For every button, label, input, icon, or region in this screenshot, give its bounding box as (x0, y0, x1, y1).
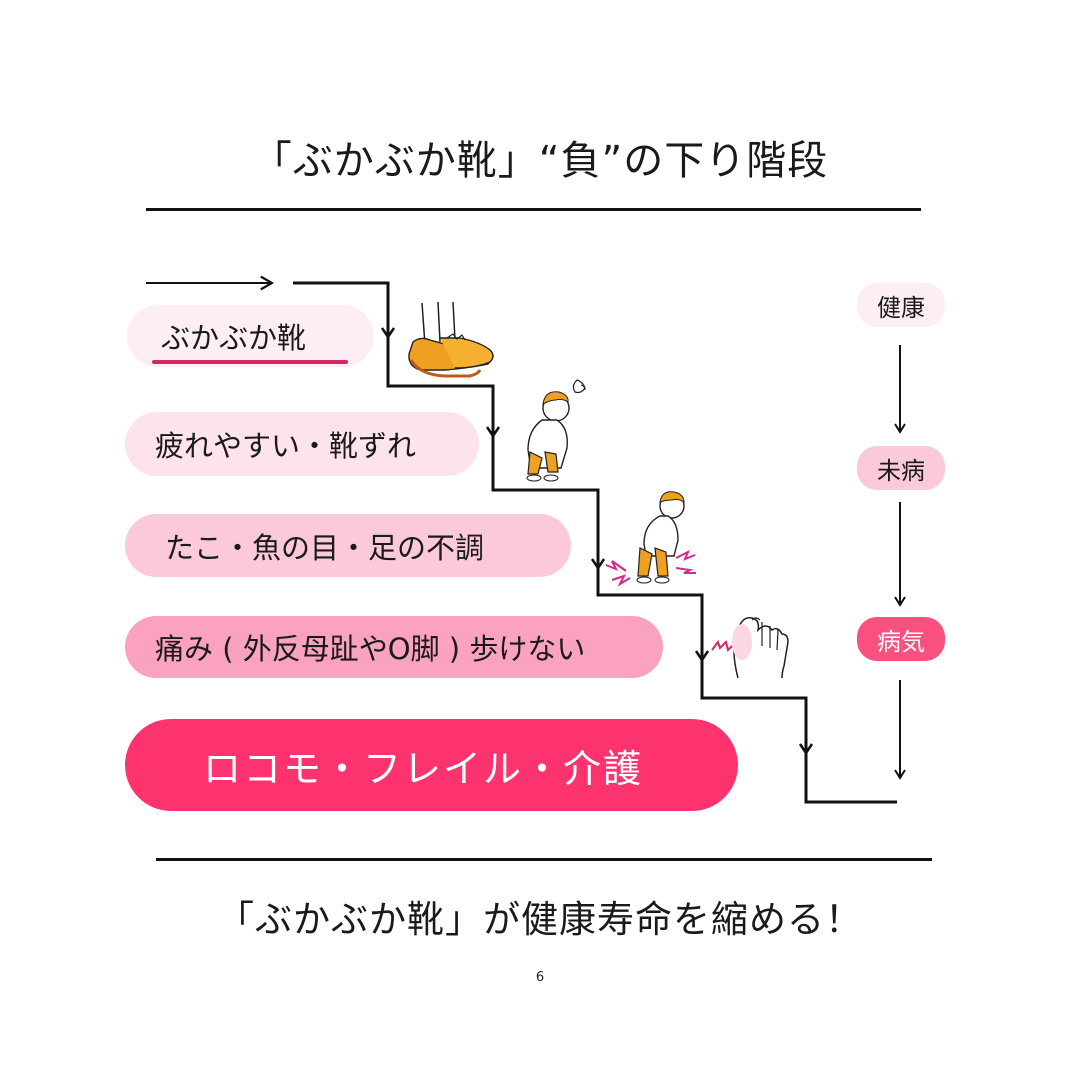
step-pill-fatigue: 疲れやすい・靴ずれ (125, 412, 479, 476)
stair-arrow-2 (485, 426, 501, 439)
step-pill-loose-shoes: ぶかぶか靴 (127, 305, 374, 367)
page-number: 6 (535, 970, 545, 985)
step-label: 疲れやすい・靴ずれ (155, 429, 417, 463)
step-pill-pain: 痛み ( 外反母趾やO脚 ) 歩けない (125, 616, 663, 678)
stair-down-arrows (380, 327, 814, 756)
stair-arrow-3 (590, 558, 606, 571)
bunion-foot-icon (711, 617, 789, 679)
step-label: ロコモ・フレイル・介護 (203, 746, 644, 791)
emphasis-underline (152, 360, 348, 364)
stage-healthy: 健康 (857, 283, 945, 327)
step-pill-care: ロコモ・フレイル・介護 (125, 719, 738, 811)
stair-arrow-1 (380, 327, 396, 340)
stair-arrow-4 (694, 650, 710, 663)
step-pill-foot-problems: たこ・魚の目・足の不調 (125, 514, 571, 577)
stage-label: 未病 (877, 456, 925, 485)
step-label: ぶかぶか靴 (161, 321, 307, 355)
loose-shoes-icon (408, 301, 494, 378)
stage-pre-disease: 未病 (857, 446, 945, 490)
stair-arrow-5 (798, 743, 814, 756)
step-label: たこ・魚の目・足の不調 (165, 530, 485, 565)
title-divider (146, 208, 921, 211)
stage-arrows (894, 345, 906, 780)
stair-line (293, 281, 897, 804)
tired-person-icon (526, 379, 586, 482)
step-label: 痛み ( 外反母趾やO脚 ) 歩けない (155, 632, 586, 666)
page-title: 「ぶかぶか靴」“負”の下り階段 (251, 138, 829, 184)
knee-pain-person-icon (605, 491, 696, 587)
conclusion-text: 「ぶかぶか靴」が健康寿命を縮める！ (217, 898, 863, 941)
stage-label: 病気 (877, 627, 925, 656)
stage-label: 健康 (877, 293, 925, 322)
stage-disease: 病気 (857, 617, 945, 661)
footer-divider (156, 858, 932, 861)
